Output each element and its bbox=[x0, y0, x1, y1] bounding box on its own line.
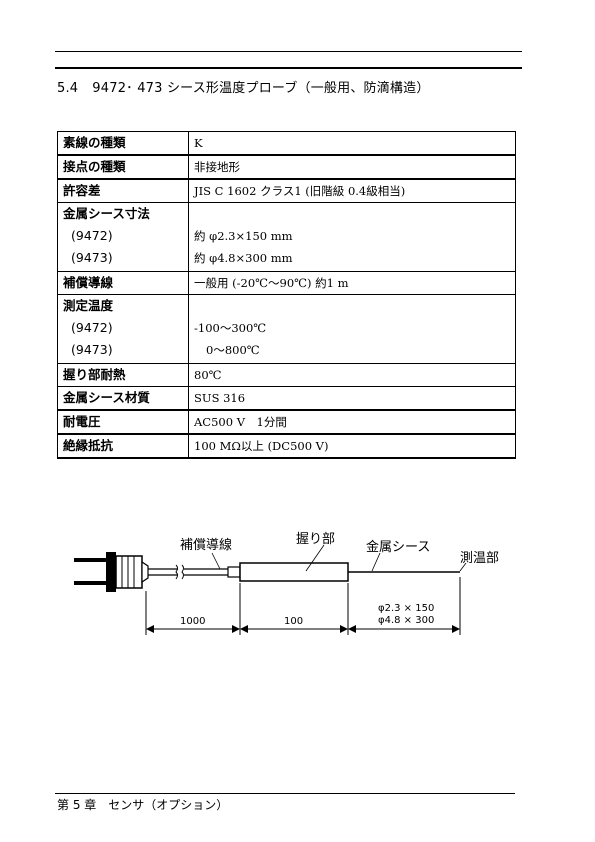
row-label-group: 金属シース寸法 (9472) (9473) bbox=[57, 202, 189, 272]
table-row: 耐電圧 AC500 V 1分間 bbox=[57, 409, 516, 435]
row-value: AC500 V 1分間 bbox=[188, 409, 516, 435]
table-row: 接点の種類 非接地形 bbox=[57, 154, 516, 180]
row-value: 一般用 (-20℃～90℃) 約1 m bbox=[188, 271, 516, 295]
row-label-group: 測定温度 (9472) (9473) bbox=[57, 294, 189, 364]
row-label: 接点の種類 bbox=[57, 154, 189, 180]
row-sub-value: 0～800℃ bbox=[206, 343, 260, 357]
table-row: 金属シース材質 SUS 316 bbox=[57, 386, 516, 411]
row-label: 金属シース寸法 bbox=[63, 206, 150, 221]
table-row: 素線の種類 K bbox=[57, 131, 516, 156]
section-title-text: 9472･ 473 シース形温度プローブ（一般用、防滴構造） bbox=[92, 81, 430, 96]
row-label: 握り部耐熱 bbox=[57, 363, 189, 387]
table-row: 補償導線 一般用 (-20℃～90℃) 約1 m bbox=[57, 271, 516, 295]
dim-sheath-9472: φ2.3 × 150 bbox=[378, 603, 434, 614]
row-sub-value: 約 φ4.8×300 mm bbox=[194, 251, 293, 265]
row-value: JIS C 1602 クラス1 (旧階級 0.4級相当) bbox=[188, 178, 516, 203]
table-row: 絶縁抵抗 100 MΩ以上 (DC500 V) bbox=[57, 433, 516, 459]
row-sub-value: 約 φ2.3×150 mm bbox=[194, 229, 293, 243]
dim-sheath-9473: φ4.8 × 300 bbox=[378, 615, 434, 626]
row-sub-label: (9472) bbox=[71, 320, 113, 335]
spec-table: 素線の種類 K 接点の種類 非接地形 許容差 JIS C 1602 クラス1 (… bbox=[57, 131, 516, 459]
header-thick-rule bbox=[55, 67, 522, 69]
label-compensating-lead: 補償導線 bbox=[180, 537, 232, 553]
row-label: 絶縁抵抗 bbox=[57, 433, 189, 459]
header-thin-rule bbox=[55, 51, 522, 52]
row-sub-label: (9473) bbox=[71, 342, 113, 357]
grip-body bbox=[239, 562, 349, 582]
row-label: 測定温度 bbox=[63, 298, 114, 313]
connector-plug bbox=[74, 552, 149, 592]
row-value: K bbox=[188, 131, 516, 156]
label-grip: 握り部 bbox=[296, 532, 335, 547]
row-value: SUS 316 bbox=[188, 386, 516, 411]
table-row: 許容差 JIS C 1602 クラス1 (旧階級 0.4級相当) bbox=[57, 178, 516, 203]
row-value: 100 MΩ以上 (DC500 V) bbox=[188, 433, 516, 459]
row-value: 非接地形 bbox=[188, 154, 516, 180]
table-row: 測定温度 (9472) (9473) -100～300℃ 0～800℃ bbox=[57, 294, 516, 364]
row-value-group: 約 φ2.3×150 mm 約 φ4.8×300 mm bbox=[188, 202, 516, 272]
compensating-lead-cable bbox=[148, 564, 241, 580]
row-sub-label: (9472) bbox=[71, 228, 113, 243]
row-label: 金属シース材質 bbox=[57, 386, 189, 411]
dim-lead-length: 1000 bbox=[180, 616, 205, 627]
footer-chapter: 第 5 章 センサ（オプション） bbox=[57, 798, 229, 812]
table-row: 握り部耐熱 80℃ bbox=[57, 363, 516, 387]
footer-rule bbox=[55, 793, 515, 794]
section-heading: 5.4 9472･ 473 シース形温度プローブ（一般用、防滴構造） bbox=[57, 77, 430, 96]
row-value-group: -100～300℃ 0～800℃ bbox=[188, 294, 516, 364]
row-label: 素線の種類 bbox=[57, 131, 189, 156]
row-label: 耐電圧 bbox=[57, 409, 189, 435]
dim-grip-length: 100 bbox=[284, 616, 303, 627]
table-row: 金属シース寸法 (9472) (9473) 約 φ2.3×150 mm 約 φ4… bbox=[57, 202, 516, 272]
row-value: 80℃ bbox=[188, 363, 516, 387]
label-sensing-part: 測温部 bbox=[460, 551, 499, 566]
section-number: 5.4 bbox=[57, 81, 79, 96]
probe-diagram: 補償導線 握り部 金属シース 測温部 1000 100 φ2.3 × 150 φ… bbox=[74, 532, 499, 635]
row-sub-value: -100～300℃ bbox=[194, 321, 267, 335]
label-metal-sheath: 金属シース bbox=[366, 539, 430, 555]
row-label: 許容差 bbox=[57, 178, 189, 203]
row-sub-label: (9473) bbox=[71, 250, 113, 265]
row-label: 補償導線 bbox=[57, 271, 189, 295]
